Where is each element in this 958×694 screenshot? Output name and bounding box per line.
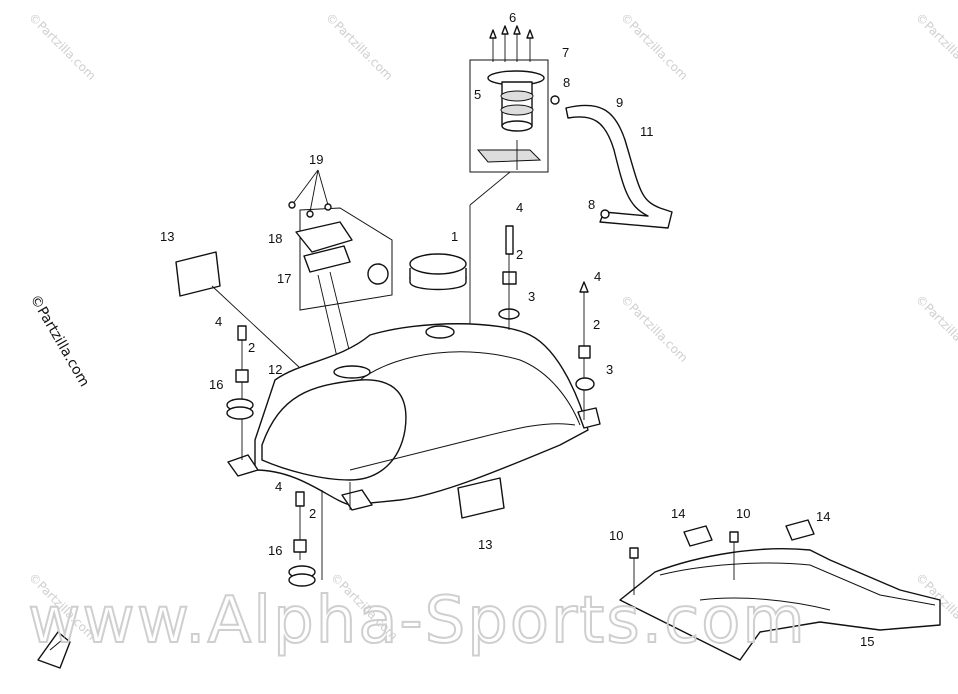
callout-7: 7 bbox=[562, 45, 569, 60]
callout-10: 10 bbox=[609, 528, 623, 543]
callout-9: 9 bbox=[616, 95, 623, 110]
watermark-side: ©Partzilla.com bbox=[27, 292, 93, 390]
callout-14b: 14 bbox=[816, 509, 830, 524]
callout-10b: 10 bbox=[736, 506, 750, 521]
front-direction-arrow bbox=[37, 631, 71, 669]
fuel-tank bbox=[227, 323, 601, 511]
callout-15: 15 bbox=[860, 634, 874, 649]
callout-11: 11 bbox=[640, 124, 654, 139]
callout-2b: 2 bbox=[593, 317, 600, 332]
watermark-small: ©Partzilla.com bbox=[618, 292, 691, 365]
callout-19: 19 bbox=[309, 152, 323, 167]
warning-decals bbox=[175, 251, 505, 519]
callout-14: 14 bbox=[671, 506, 685, 521]
callout-2: 2 bbox=[516, 247, 523, 262]
callout-5: 5 bbox=[474, 87, 481, 102]
callout-16b: 16 bbox=[268, 543, 282, 558]
watermark-small: ©Partzilla.com bbox=[323, 10, 396, 83]
callout-1: 1 bbox=[451, 229, 458, 244]
fuel-pump-assembly bbox=[469, 25, 560, 325]
callout-8b: 8 bbox=[588, 197, 595, 212]
callout-8: 8 bbox=[563, 75, 570, 90]
callout-12: 12 bbox=[268, 362, 282, 377]
callout-13b: 13 bbox=[478, 537, 492, 552]
filler-neck-bracket bbox=[288, 169, 393, 371]
callout-2d: 2 bbox=[309, 506, 316, 521]
watermark-small: ©Partzilla.com bbox=[913, 292, 958, 365]
fuel-cap bbox=[409, 253, 467, 291]
callout-4b: 4 bbox=[594, 269, 601, 284]
fuel-hose bbox=[565, 104, 673, 229]
callout-labels: 6 7 8 5 9 11 8 19 13 18 17 1 4 2 3 4 2 3… bbox=[160, 10, 874, 649]
watermark-small: ©Partzilla.com bbox=[26, 10, 99, 83]
banner-watermark: www.Alpha-Sports.com bbox=[28, 584, 807, 658]
callout-16: 16 bbox=[209, 377, 223, 392]
callout-18: 18 bbox=[268, 231, 282, 246]
callout-17: 17 bbox=[277, 271, 291, 286]
callout-4d: 4 bbox=[275, 479, 282, 494]
callout-13: 13 bbox=[160, 229, 174, 244]
callout-2c: 2 bbox=[248, 340, 255, 355]
watermark-small: ©Partzilla.com bbox=[618, 10, 691, 83]
callout-4c: 4 bbox=[215, 314, 222, 329]
callout-3: 3 bbox=[528, 289, 535, 304]
callout-4: 4 bbox=[516, 200, 523, 215]
heat-shield-assembly bbox=[619, 519, 941, 661]
watermark-small: ©Partzilla.com bbox=[913, 10, 958, 83]
callout-6: 6 bbox=[509, 10, 516, 25]
mounting-hardware bbox=[226, 225, 595, 587]
callout-3b: 3 bbox=[606, 362, 613, 377]
